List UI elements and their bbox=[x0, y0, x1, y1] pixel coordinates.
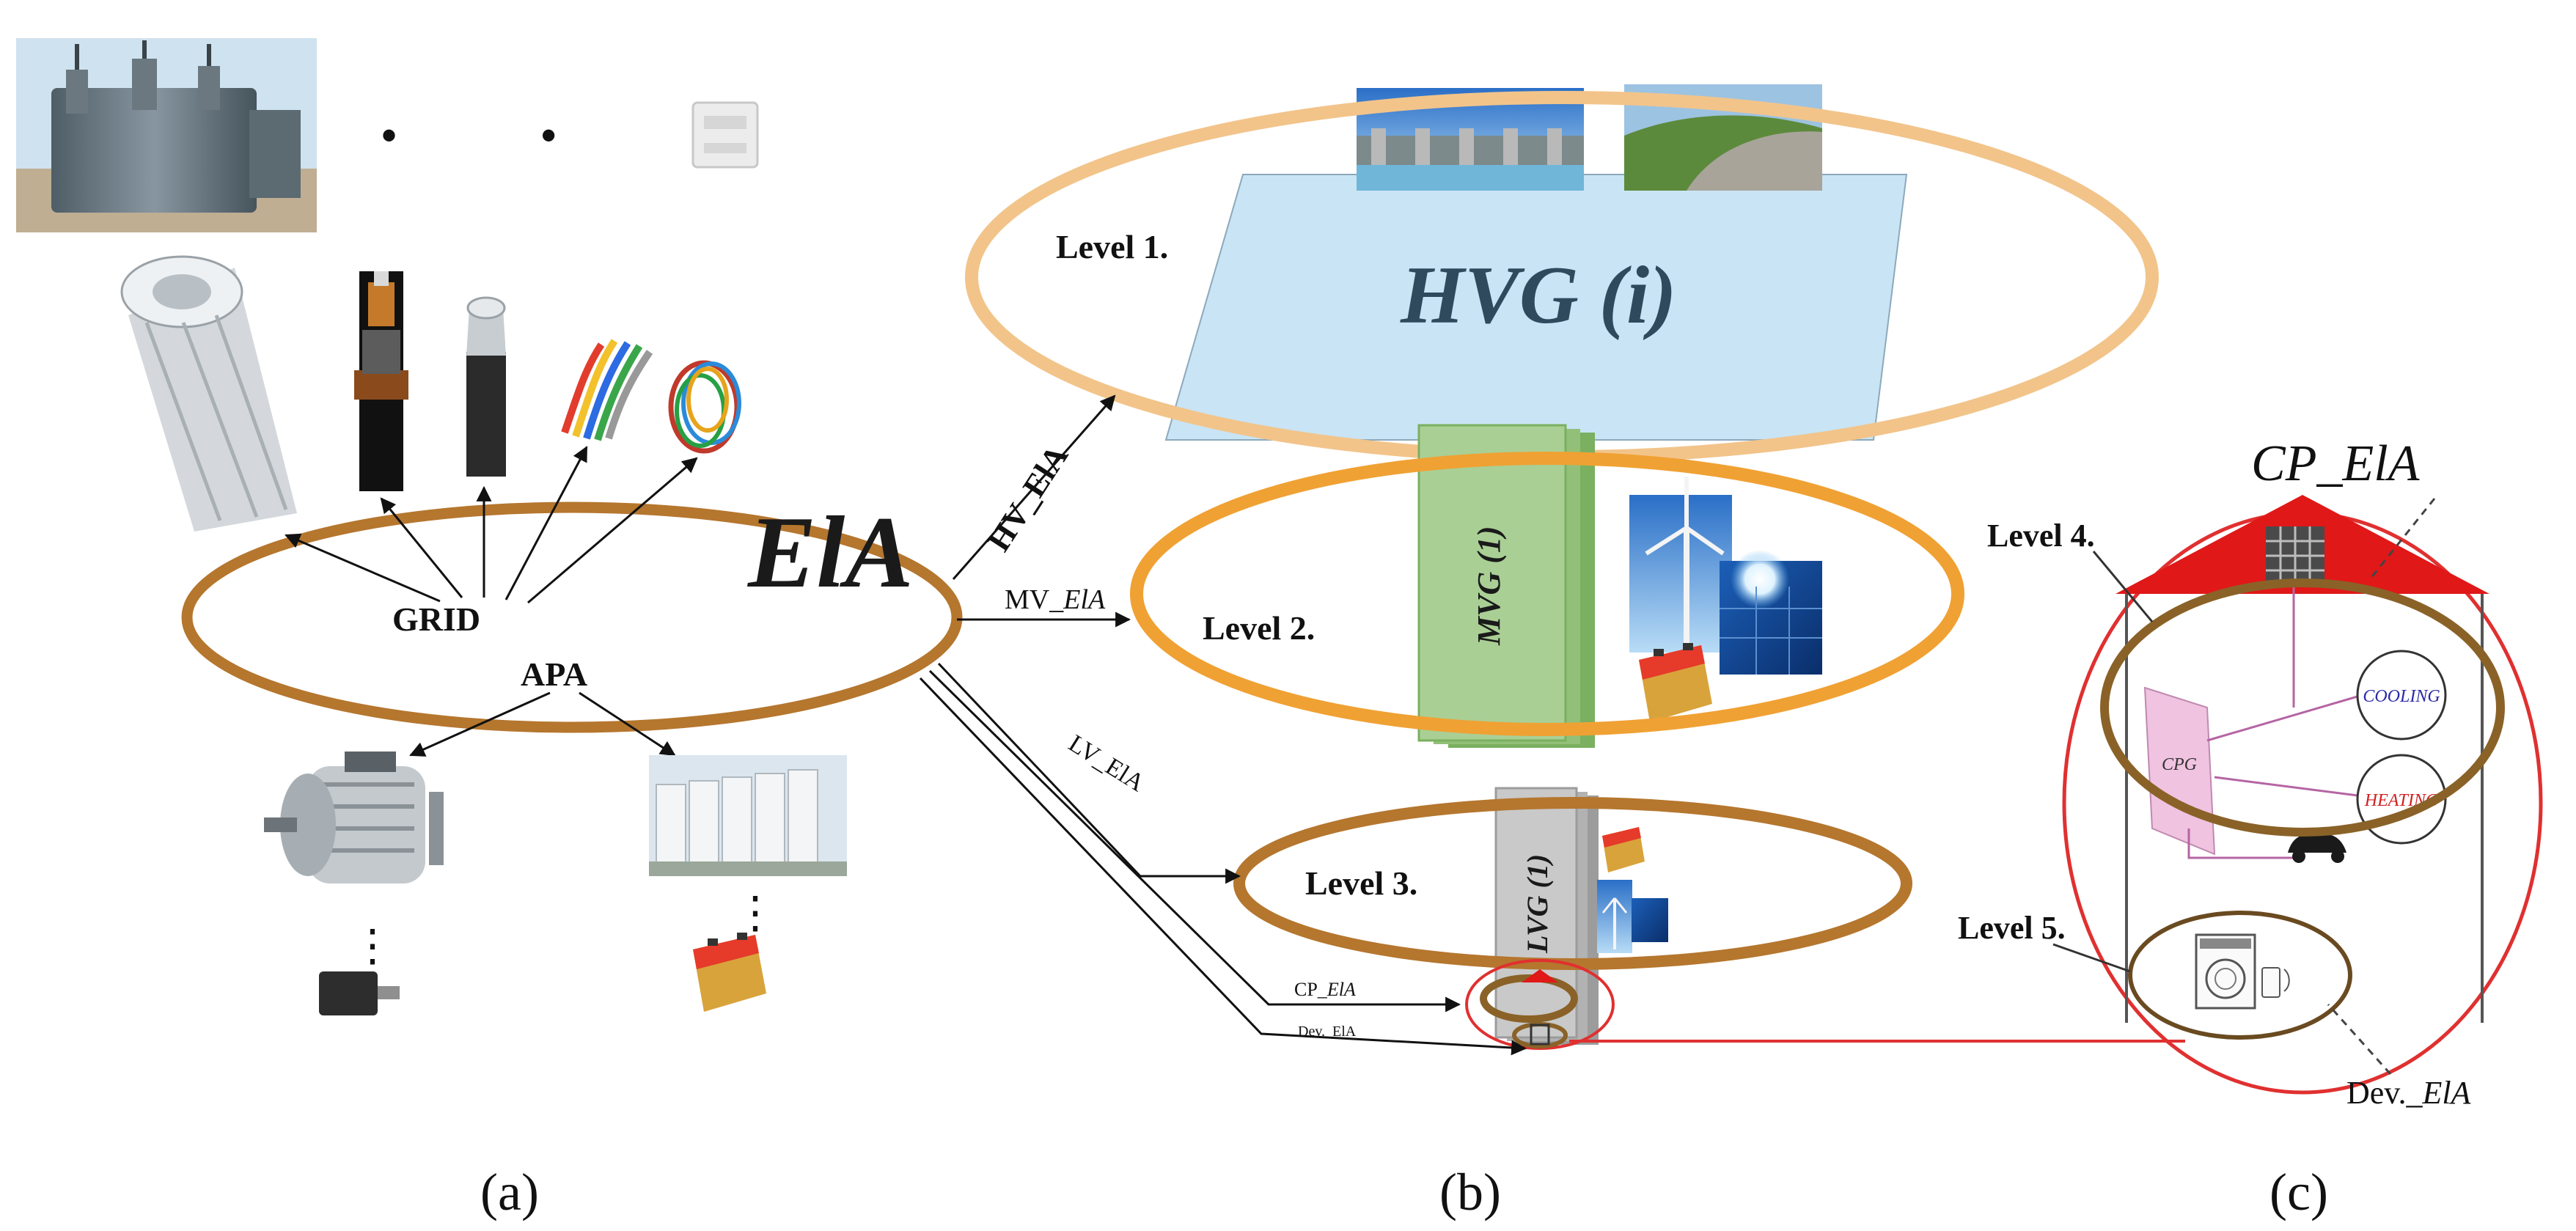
arrow-mv-prefix: MV_ bbox=[1005, 584, 1064, 615]
wind-turbine-image bbox=[1629, 477, 1732, 653]
lvg-label: LVG (1) bbox=[1521, 854, 1554, 954]
zoom-circle bbox=[2062, 511, 2543, 1095]
dev-ela-suffix: ElA bbox=[2421, 1075, 2471, 1111]
level4-pointer bbox=[2092, 551, 2154, 622]
arrow-cp-prefix: CP_ bbox=[1294, 979, 1328, 1000]
battery-a-image bbox=[693, 933, 766, 1012]
caption-a: (a) bbox=[480, 1163, 539, 1221]
grid-label: GRID bbox=[392, 600, 480, 638]
level4-ring bbox=[2100, 578, 2505, 837]
motor-ellipsis: ⋮ bbox=[351, 921, 395, 970]
aluminium-conductor-image bbox=[120, 255, 297, 532]
caption-c: (c) bbox=[2269, 1163, 2328, 1221]
ela-arrows bbox=[919, 394, 1527, 1056]
washing-machine-icon bbox=[2195, 933, 2290, 1010]
cpg-wiring bbox=[2187, 587, 2358, 859]
cpg-label: CPG bbox=[2162, 755, 2197, 774]
arrow-hv-label: HV_ElA bbox=[980, 438, 1075, 557]
arrow-mv-label: MV_ElA bbox=[1005, 584, 1106, 615]
caption-b: (b) bbox=[1439, 1163, 1501, 1221]
mvg-label: MVG (1) bbox=[1471, 526, 1507, 646]
ela-ring bbox=[181, 501, 963, 733]
arrow-lv-label: LV_ElA bbox=[1064, 730, 1150, 797]
dev-ela-prefix: Dev._ bbox=[2346, 1075, 2423, 1111]
panel-c: CPG COOLING HEATING Level 4. CP_ElA bbox=[1958, 436, 2543, 1111]
mvg-plane-stack bbox=[1417, 424, 1595, 748]
transformer-image bbox=[16, 38, 317, 232]
arrow-mv-suffix: ElA bbox=[1063, 584, 1106, 615]
hv-cable-image bbox=[354, 271, 408, 491]
ela-center-label: ElA bbox=[746, 496, 914, 609]
multicore-wire-image bbox=[561, 339, 653, 441]
small-wind-image bbox=[1597, 880, 1632, 953]
apa-arrows bbox=[409, 691, 676, 757]
cooling-node bbox=[2356, 650, 2447, 741]
car-icon bbox=[2288, 834, 2346, 863]
arrow-cp-suffix: ElA bbox=[1326, 979, 1356, 1000]
level5-label: Level 5. bbox=[1958, 910, 2066, 946]
level5-ring bbox=[2128, 911, 2352, 1040]
panel-b: Level 1. HVG (i) MVG (1) bbox=[919, 84, 2185, 1056]
aerial-cable-image bbox=[466, 296, 506, 477]
level1-label: Level 1. bbox=[1056, 228, 1168, 265]
cooling-label: COOLING bbox=[2363, 687, 2440, 706]
level4-label: Level 4. bbox=[1987, 518, 2095, 554]
small-motor-image bbox=[319, 971, 400, 1015]
dev-ela-pointer bbox=[2327, 1003, 2392, 1076]
level2-label: Level 2. bbox=[1203, 609, 1315, 647]
solar-panel-image bbox=[1720, 550, 1822, 675]
storage-containers-image bbox=[649, 755, 847, 876]
level2-ring bbox=[1130, 452, 1964, 736]
level5-pointer bbox=[2052, 943, 2131, 973]
panel-a: • • • bbox=[16, 38, 963, 1015]
small-solar-image bbox=[1632, 898, 1668, 942]
ellipsis-dots: • • • bbox=[381, 111, 782, 160]
grid-arrows bbox=[285, 446, 698, 604]
dev-ela-label: Dev._ElA bbox=[2346, 1075, 2472, 1111]
arrow-dev-label: Dev._ElA bbox=[1298, 1024, 1357, 1040]
cp-ela-pointer bbox=[2368, 498, 2436, 580]
level3-label: Level 3. bbox=[1305, 864, 1417, 902]
cp-ela-label: CP_ElA bbox=[2251, 436, 2420, 492]
apa-label: APA bbox=[521, 655, 587, 693]
lvg-plane-stack bbox=[1494, 787, 1599, 1045]
arrow-cp-label: CP_ElA bbox=[1294, 979, 1356, 1000]
battery-b3-image bbox=[1602, 827, 1645, 872]
battery-b2-image bbox=[1639, 643, 1712, 722]
storage-ellipsis: ⋮ bbox=[733, 888, 777, 937]
breaker-image bbox=[691, 101, 759, 169]
hvg-label: HVG (i) bbox=[1400, 250, 1676, 341]
motor-image bbox=[264, 752, 444, 883]
house-outline bbox=[2116, 495, 2489, 1023]
cable-images bbox=[120, 255, 741, 532]
zoom-source bbox=[1465, 959, 2185, 1050]
coiled-wire-image bbox=[668, 360, 741, 454]
